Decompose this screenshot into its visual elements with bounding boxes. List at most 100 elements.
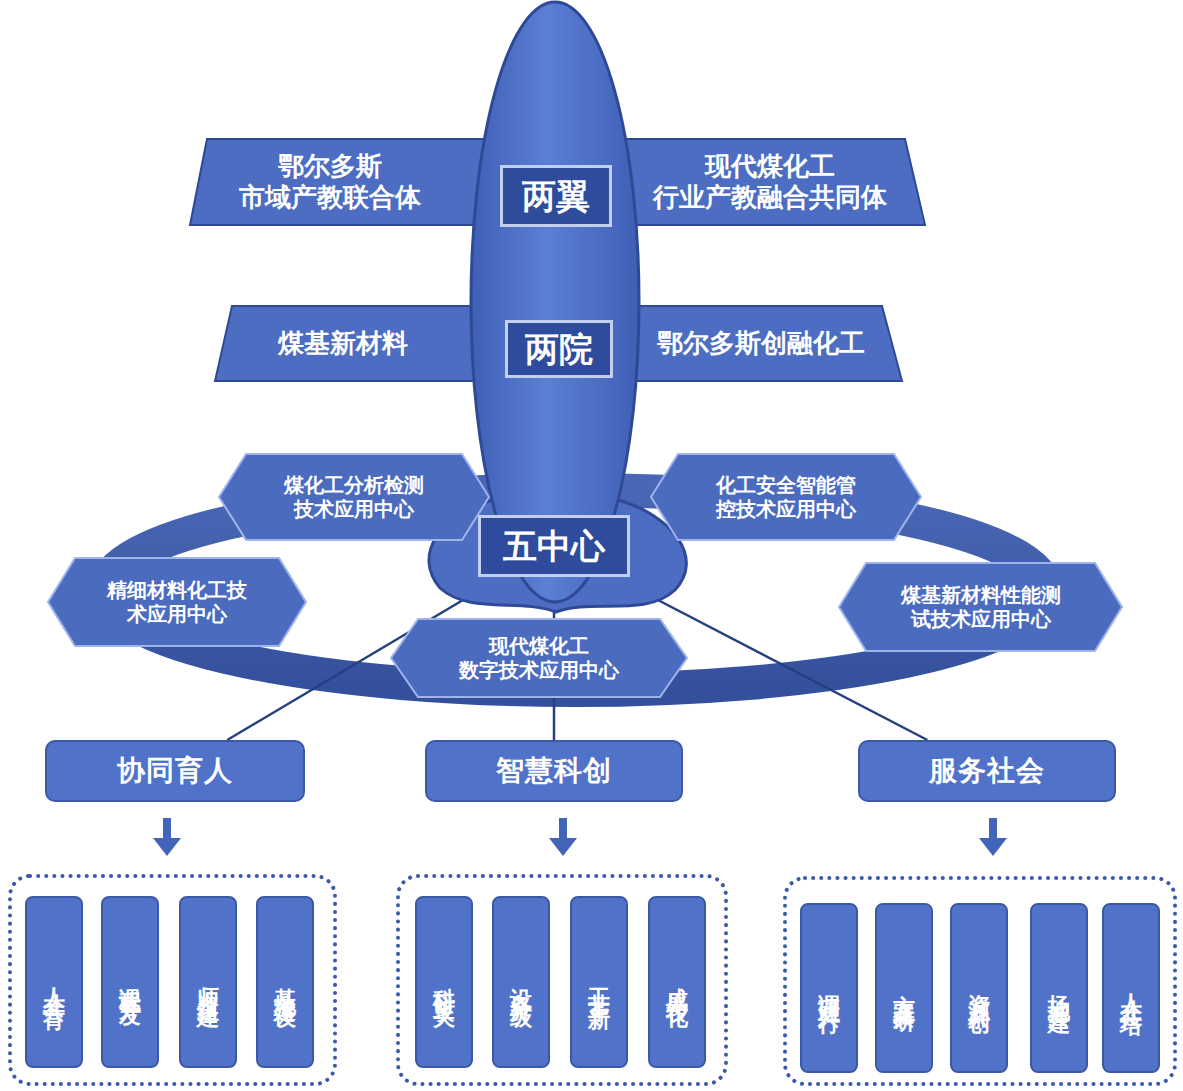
task-box: 工艺革新 bbox=[570, 896, 628, 1068]
task-box: 资源共创 bbox=[950, 903, 1008, 1073]
task-box: 基地建设 bbox=[256, 896, 314, 1068]
node-content: 智慧科创 bbox=[425, 740, 683, 802]
node-content: 煤化工分析检测 技术应用中心 bbox=[218, 453, 490, 541]
node-content: 现代煤化工 数字技术应用中心 bbox=[390, 618, 688, 698]
node-text: 课程开发 bbox=[117, 970, 143, 994]
label-shape bbox=[502, 167, 611, 226]
node-text: 两翼 bbox=[522, 176, 590, 217]
task-box: 设备升级 bbox=[492, 896, 550, 1068]
node-content: 煤基新材料 bbox=[215, 305, 490, 382]
center-hexagon: 现代煤化工 数字技术应用中心 bbox=[390, 618, 688, 698]
box-shape bbox=[257, 897, 313, 1067]
node-content: 场地共建 bbox=[1030, 903, 1088, 1073]
dotted-group bbox=[10, 876, 335, 1084]
box-shape bbox=[649, 897, 705, 1067]
group-containers bbox=[10, 876, 1175, 1084]
wing-panel: 煤基新材料 bbox=[215, 305, 490, 382]
node-content: 方案共研 bbox=[875, 903, 933, 1073]
box-shape bbox=[1103, 904, 1159, 1072]
dotted-group bbox=[398, 876, 726, 1084]
label-shape bbox=[480, 517, 629, 576]
hexagon-shape bbox=[839, 563, 1122, 651]
rocket-body bbox=[471, 2, 639, 602]
node-text: 设备升级 bbox=[508, 970, 534, 994]
task-box: 科研攻关 bbox=[415, 896, 473, 1068]
node-text: 现代煤化工 数字技术应用中心 bbox=[430, 634, 648, 682]
node-content: 课程开发 bbox=[101, 896, 159, 1068]
wing-panel: 现代煤化工 行业产教融合共同体 bbox=[625, 138, 925, 226]
node-content: 精细材料化工技 术应用中心 bbox=[47, 557, 307, 647]
box-shape bbox=[46, 741, 304, 801]
rocket-label: 两院 bbox=[505, 320, 613, 378]
box-shape bbox=[951, 904, 1007, 1072]
label-shape bbox=[507, 322, 612, 377]
hexagon-shape bbox=[391, 619, 687, 697]
function-box: 智慧科创 bbox=[425, 740, 683, 802]
task-box: 人才共培 bbox=[1102, 903, 1160, 1073]
node-content: 设备升级 bbox=[492, 896, 550, 1068]
node-text: 方案共研 bbox=[891, 976, 917, 1000]
node-text: 科研攻关 bbox=[431, 970, 457, 994]
node-content: 五中心 bbox=[478, 515, 630, 577]
down-arrow bbox=[549, 818, 577, 856]
node-text: 成果转化 bbox=[664, 970, 690, 994]
down-arrows bbox=[153, 818, 1007, 856]
node-text: 调研共行 bbox=[816, 976, 842, 1000]
box-shape bbox=[801, 904, 857, 1072]
node-text: 精细材料化工技 术应用中心 bbox=[87, 578, 267, 626]
center-hexagon: 化工安全智能管 控技术应用中心 bbox=[650, 453, 922, 541]
node-content: 师资组建 bbox=[179, 896, 237, 1068]
task-box: 课程开发 bbox=[101, 896, 159, 1068]
wing-panel: 鄂尔多斯 市域产教联合体 bbox=[190, 138, 490, 226]
rocket-label: 五中心 bbox=[478, 515, 630, 577]
node-text: 场地共建 bbox=[1046, 976, 1072, 1000]
node-content: 人才共育 bbox=[25, 896, 83, 1068]
node-text: 服务社会 bbox=[929, 754, 1045, 788]
box-shape bbox=[180, 897, 236, 1067]
center-hexagon: 煤基新材料性能测 试技术应用中心 bbox=[838, 562, 1123, 652]
node-content: 化工安全智能管 控技术应用中心 bbox=[650, 453, 922, 541]
node-text: 资源共创 bbox=[966, 976, 992, 1000]
center-hexagon: 精细材料化工技 术应用中心 bbox=[47, 557, 307, 647]
node-content: 资源共创 bbox=[950, 903, 1008, 1073]
node-content: 两院 bbox=[505, 320, 613, 378]
node-text: 煤基新材料 bbox=[278, 328, 408, 359]
node-content: 服务社会 bbox=[858, 740, 1116, 802]
node-content: 煤基新材料性能测 试技术应用中心 bbox=[838, 562, 1123, 652]
node-text: 协同育人 bbox=[117, 754, 233, 788]
function-box: 协同育人 bbox=[45, 740, 305, 802]
dotted-group bbox=[785, 878, 1175, 1084]
wing-shape bbox=[630, 306, 902, 381]
wing-shape bbox=[215, 306, 490, 381]
down-arrow bbox=[979, 818, 1007, 856]
node-text: 煤基新材料性能测 试技术应用中心 bbox=[878, 583, 1083, 631]
box-shape bbox=[426, 741, 682, 801]
node-content: 基地建设 bbox=[256, 896, 314, 1068]
box-shape bbox=[416, 897, 472, 1067]
hexagon-shape bbox=[219, 454, 489, 540]
center-hexagon: 煤化工分析检测 技术应用中心 bbox=[218, 453, 490, 541]
node-content: 鄂尔多斯 市域产教联合体 bbox=[190, 138, 490, 226]
wing-shape bbox=[190, 139, 490, 225]
node-content: 现代煤化工 行业产教融合共同体 bbox=[625, 138, 925, 226]
box-shape bbox=[493, 897, 549, 1067]
node-content: 鄂尔多斯创融化工 bbox=[630, 305, 902, 382]
node-text: 现代煤化工 行业产教融合共同体 bbox=[645, 151, 895, 213]
node-content: 工艺革新 bbox=[570, 896, 628, 1068]
box-shape bbox=[26, 897, 82, 1067]
box-shape bbox=[859, 741, 1115, 801]
node-text: 五中心 bbox=[503, 526, 605, 567]
task-box: 方案共研 bbox=[875, 903, 933, 1073]
node-text: 智慧科创 bbox=[496, 754, 612, 788]
node-text: 两院 bbox=[525, 329, 593, 370]
down-arrow bbox=[153, 818, 181, 856]
rocket-label: 两翼 bbox=[500, 165, 612, 227]
task-box: 师资组建 bbox=[179, 896, 237, 1068]
node-text: 师资组建 bbox=[195, 970, 221, 994]
node-content: 科研攻关 bbox=[415, 896, 473, 1068]
node-text: 人才共培 bbox=[1118, 976, 1144, 1000]
box-shape bbox=[876, 904, 932, 1072]
node-text: 鄂尔多斯创融化工 bbox=[657, 328, 865, 359]
task-box: 人才共育 bbox=[25, 896, 83, 1068]
